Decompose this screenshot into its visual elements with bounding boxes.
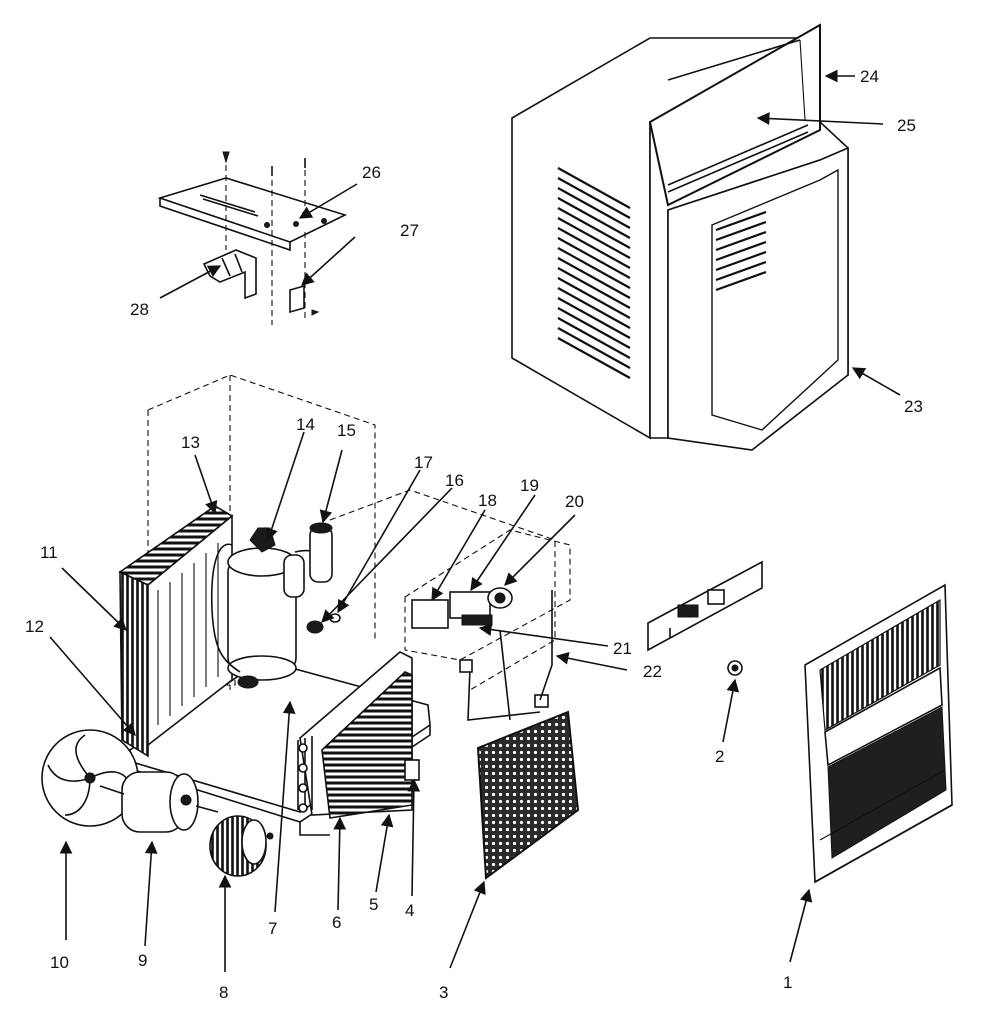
callout-labels: 1 2 3 4 5 6 7 8 9 10 11 12 13 14 15 16 1… xyxy=(25,67,923,1002)
valve-fitting xyxy=(306,613,341,634)
wiring-harness xyxy=(459,590,553,721)
condenser-coil xyxy=(118,505,234,758)
callout-24: 24 xyxy=(860,67,879,86)
control-box xyxy=(404,529,571,661)
sleeve-frame xyxy=(648,23,821,207)
callout-23: 23 xyxy=(904,397,923,416)
fan-motor xyxy=(99,771,219,833)
callout-25: 25 xyxy=(897,116,916,135)
callout-18: 18 xyxy=(478,491,497,510)
evaporator-coil xyxy=(297,651,420,819)
air-filter xyxy=(476,710,580,880)
wall-sleeve-cabinet xyxy=(511,37,849,451)
blower-wheel xyxy=(209,815,274,877)
callout-19: 19 xyxy=(520,476,539,495)
callout-2: 2 xyxy=(715,747,724,766)
control-panel xyxy=(647,560,763,676)
callout-3: 3 xyxy=(439,983,448,1002)
callout-21: 21 xyxy=(613,639,632,658)
callout-12: 12 xyxy=(25,617,44,636)
callout-4: 4 xyxy=(405,901,414,920)
front-grille xyxy=(804,583,953,884)
callout-7: 7 xyxy=(268,919,277,938)
callout-1: 1 xyxy=(783,973,792,992)
callout-10: 10 xyxy=(50,953,69,972)
callout-22: 22 xyxy=(643,662,662,681)
callout-8: 8 xyxy=(219,983,228,1002)
callout-13: 13 xyxy=(181,433,200,452)
callout-28: 28 xyxy=(130,300,149,319)
accumulator xyxy=(283,522,333,598)
callout-27: 27 xyxy=(400,221,419,240)
callout-5: 5 xyxy=(369,895,378,914)
callout-26: 26 xyxy=(362,163,381,182)
top-bracket-assembly xyxy=(157,151,348,325)
callout-17: 17 xyxy=(414,453,433,472)
leader-lines xyxy=(49,69,901,972)
callout-16: 16 xyxy=(445,471,464,490)
callout-15: 15 xyxy=(337,421,356,440)
callout-11: 11 xyxy=(40,543,58,562)
callout-14: 14 xyxy=(296,415,315,434)
callout-6: 6 xyxy=(332,913,341,932)
callout-9: 9 xyxy=(138,951,147,970)
callout-20: 20 xyxy=(565,492,584,511)
